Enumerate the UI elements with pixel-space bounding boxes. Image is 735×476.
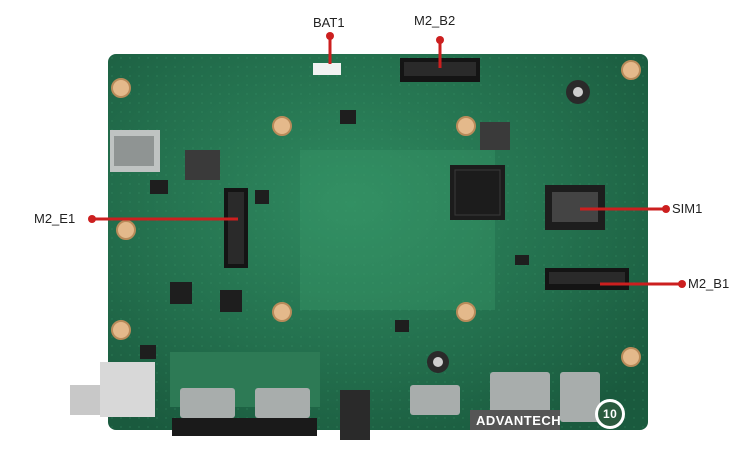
battery-connector bbox=[313, 63, 341, 75]
callout-m2-b1: M2_B1 bbox=[688, 276, 730, 291]
soc-chip bbox=[450, 165, 505, 220]
brand-logo: ADVANTECH bbox=[476, 413, 562, 428]
callout-bat1: BAT1 bbox=[313, 15, 345, 30]
serial-port-1 bbox=[180, 388, 235, 418]
brand-plate bbox=[470, 410, 560, 430]
serial-port-2 bbox=[255, 388, 310, 418]
callout-sim1: SIM1 bbox=[672, 201, 703, 216]
badge-number: 10 bbox=[603, 407, 618, 421]
callout-m2-b2: M2_B2 bbox=[414, 13, 456, 28]
callout-m2-e1: M2_E1 bbox=[34, 211, 76, 226]
mounting-holes bbox=[111, 60, 641, 367]
